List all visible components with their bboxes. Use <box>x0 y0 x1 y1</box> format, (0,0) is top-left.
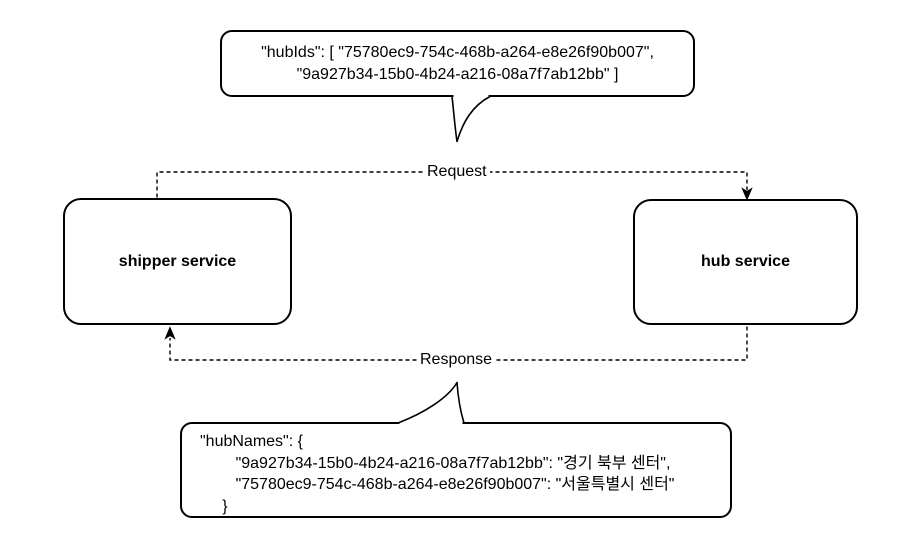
callout-line: "75780ec9-754c-468b-a264-e8e26f90b007": … <box>200 476 675 493</box>
callout-line: "9a927b34-15b0-4b24-a216-08a7f7ab12bb" ] <box>296 65 619 83</box>
shipper-service-node: shipper service <box>63 198 292 325</box>
request-callout-tail <box>451 95 491 143</box>
callout-line: "hubNames": { <box>200 433 303 450</box>
response-edge-label: Response <box>417 350 496 369</box>
callout-line: "9a927b34-15b0-4b24-a216-08a7f7ab12bb": … <box>200 454 671 472</box>
hub-service-node: hub service <box>633 199 858 325</box>
response-callout-tail <box>397 381 465 424</box>
request-arrowhead <box>741 187 753 201</box>
request-callout: "hubIds": [ "75780ec9-754c-468b-a264-e8e… <box>220 30 695 97</box>
node-label: shipper service <box>118 252 237 270</box>
node-label: hub service <box>701 253 790 270</box>
callout-line: } <box>200 497 228 515</box>
response-arrowhead <box>164 326 176 340</box>
response-callout: "hubNames": { "9a927b34-15b0-4b24-a216-0… <box>180 422 732 518</box>
callout-line: "hubIds": [ "75780ec9-754c-468b-a264-e8e… <box>261 44 654 61</box>
request-edge-label: Request <box>424 162 490 181</box>
